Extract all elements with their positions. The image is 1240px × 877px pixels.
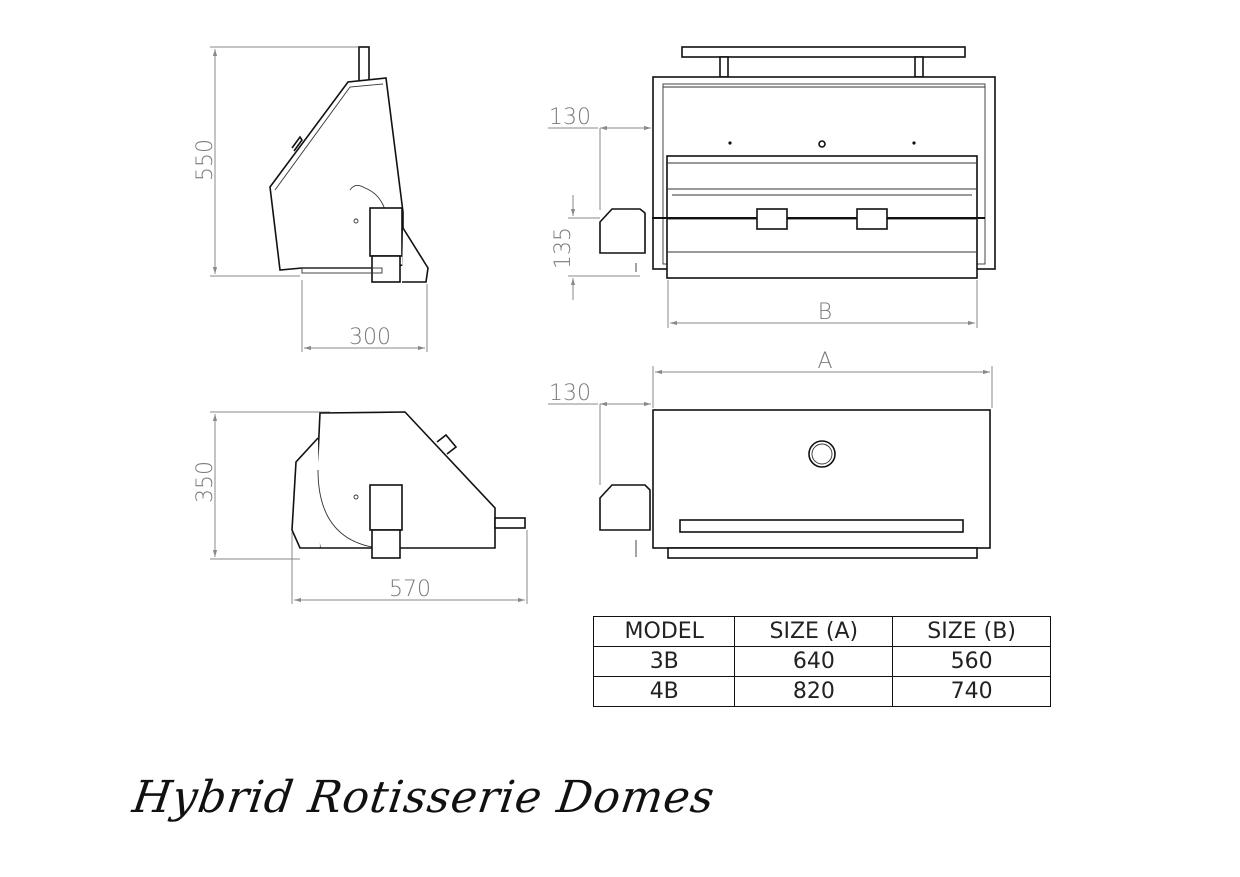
cell-size-b: 560: [892, 646, 1051, 677]
front-view: 130 135 B: [548, 46, 996, 328]
front-view-closed: A 130: [548, 349, 993, 559]
dim-135: 135: [551, 227, 576, 269]
header-size-a: SIZE (A): [734, 616, 894, 647]
dim-300: 300: [349, 325, 391, 350]
dim-550: 550: [193, 139, 218, 181]
table-row: 4B 820 740: [592, 676, 1051, 707]
dim-b: B: [818, 300, 832, 325]
cell-model: 3B: [592, 646, 736, 677]
cell-size-a: 820: [734, 676, 894, 707]
cell-size-a: 640: [734, 646, 894, 677]
side-view-closed: 550 300: [193, 46, 429, 352]
model-size-table: MODEL SIZE (A) SIZE (B) 3B 640 560 4B 82…: [592, 616, 1051, 707]
dim-130-front: 130: [549, 105, 591, 130]
cell-size-b: 740: [892, 676, 1051, 707]
drawing-title: Hybrid Rotisserie Domes: [129, 772, 719, 823]
dim-a: A: [817, 349, 832, 374]
header-model: MODEL: [592, 616, 736, 647]
cell-model: 4B: [592, 676, 736, 707]
dim-570: 570: [389, 577, 431, 602]
side-view-open: 350 570: [193, 411, 528, 604]
dim-130-plan: 130: [549, 381, 591, 406]
table-header-row: MODEL SIZE (A) SIZE (B): [592, 616, 1051, 647]
table-row: 3B 640 560: [592, 646, 1051, 677]
header-size-b: SIZE (B): [892, 616, 1051, 647]
dim-350: 350: [193, 461, 218, 503]
